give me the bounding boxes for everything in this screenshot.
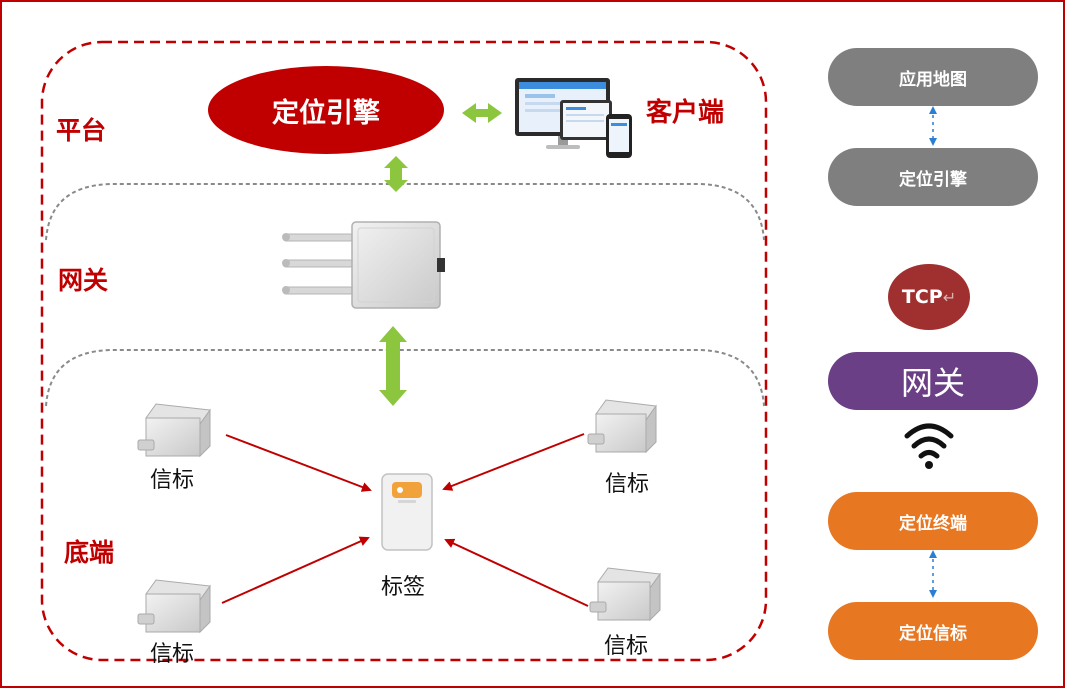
engine-client-arrow xyxy=(462,103,502,123)
positioning-engine-node: 定位引擎 xyxy=(208,66,444,154)
client-label: 客户端 xyxy=(646,98,725,128)
layer-label-bottom: 底端 xyxy=(64,538,115,567)
stack-app-map: 应用地图 xyxy=(828,48,1038,106)
stack-gateway: 网关 xyxy=(828,352,1038,410)
arrow-beacon-bl-to-tag xyxy=(221,536,370,604)
tag-label: 标签 xyxy=(381,575,426,600)
stack-link-terminal-beacon xyxy=(929,550,937,598)
arrow-beacon-tl-to-tag xyxy=(225,434,372,492)
beacon-label-top-left: 信标 xyxy=(150,468,195,493)
stack-app-map-label: 应用地图 xyxy=(899,69,967,90)
stack-terminal-label: 定位终端 xyxy=(899,513,967,534)
beacon-label-bottom-left: 信标 xyxy=(150,642,195,667)
beacon-top-left-icon xyxy=(137,403,211,458)
stack-tcp-label: TCP xyxy=(901,286,943,308)
beacon-label-bottom-right: 信标 xyxy=(604,634,649,659)
engine-gateway-arrow xyxy=(384,156,408,192)
arrow-beacon-br-to-tag xyxy=(444,538,589,607)
stack-beacon-label: 定位信标 xyxy=(899,623,967,644)
arrow-beacon-tr-to-tag xyxy=(442,433,585,491)
layer-label-platform: 平台 xyxy=(56,116,107,145)
beacon-bottom-left-icon xyxy=(137,579,211,634)
wifi-icon xyxy=(904,423,954,469)
layer-label-gateway: 网关 xyxy=(58,266,109,295)
return-mark-icon: ↵ xyxy=(942,287,957,307)
stack-engine: 定位引擎 xyxy=(828,148,1038,206)
bottom-layer-border xyxy=(45,349,765,407)
stack-beacon: 定位信标 xyxy=(828,602,1038,660)
beacon-top-right-icon xyxy=(587,399,657,454)
beacon-label-top-right: 信标 xyxy=(605,472,650,497)
stack-gateway-label: 网关 xyxy=(900,364,965,402)
gateway-layer-border xyxy=(45,183,765,241)
client-devices-icon xyxy=(515,78,632,158)
positioning-engine-label: 定位引擎 xyxy=(272,97,380,129)
stack-tcp-node: TCP↵ xyxy=(888,264,970,330)
stack-terminal: 定位终端 xyxy=(828,492,1038,550)
gateway-bottom-arrow xyxy=(379,326,407,406)
stack-link-map-engine xyxy=(929,106,937,146)
beacon-bottom-right-icon xyxy=(589,567,661,622)
stack-engine-label: 定位引擎 xyxy=(899,169,967,190)
system-container xyxy=(40,40,768,662)
tag-device-icon xyxy=(381,473,433,551)
gateway-device-icon xyxy=(282,221,445,309)
